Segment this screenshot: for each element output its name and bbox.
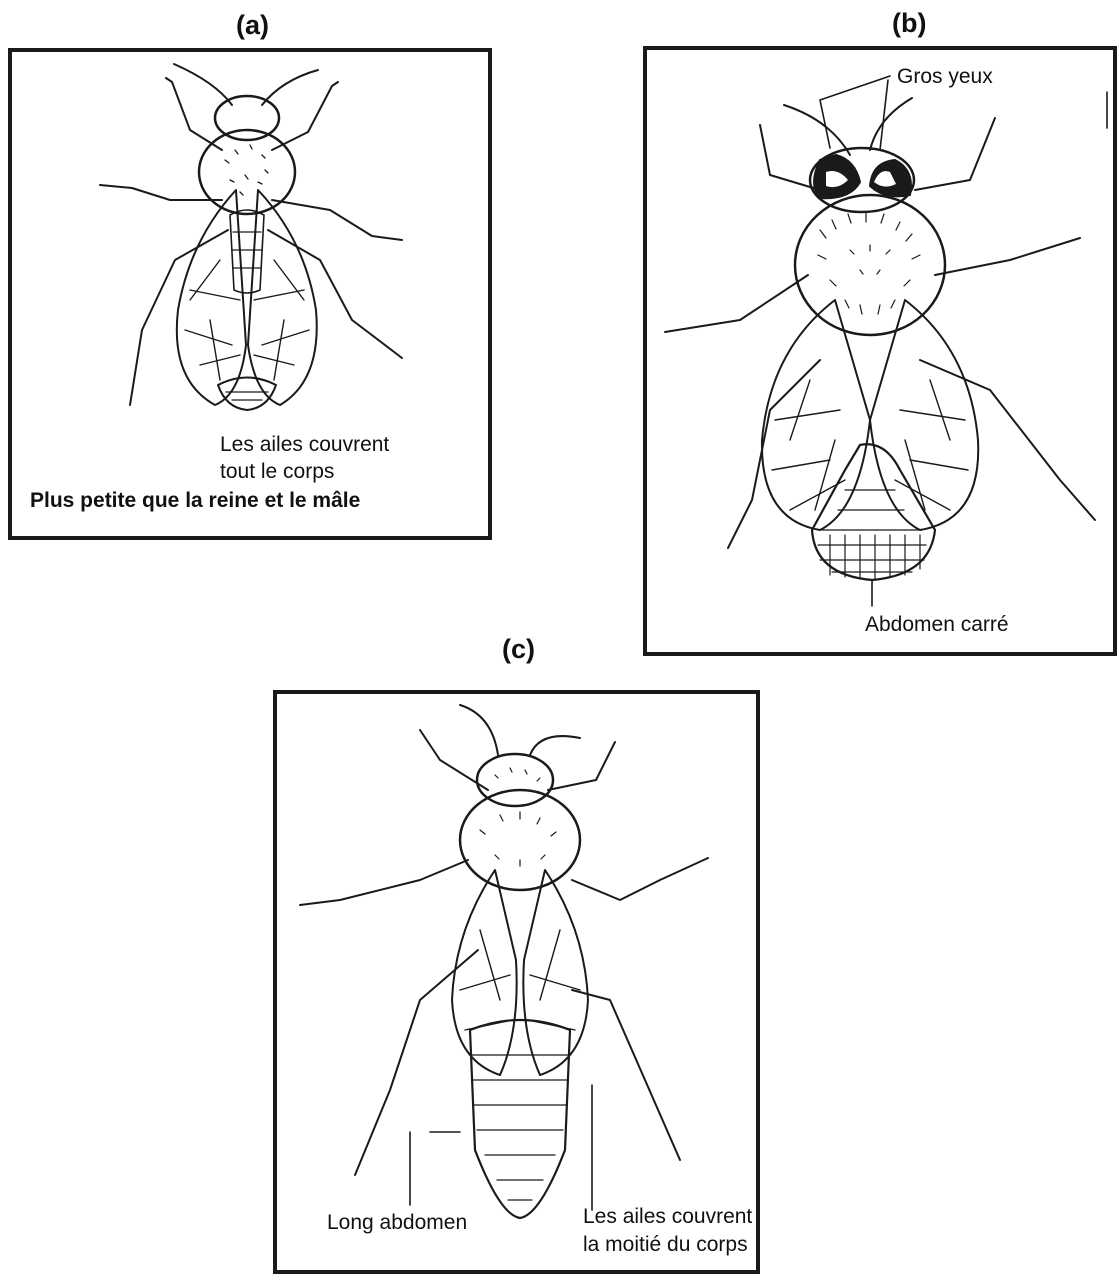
queen-wings-note-line2: la moitié du corps <box>583 1232 748 1258</box>
queen-abdomen-label: Long abdomen <box>327 1210 467 1236</box>
worker-size-note: Plus petite que la reine et le mâle <box>30 488 360 514</box>
worker-bee-drawing <box>100 64 402 410</box>
worker-wings-note-line1: Les ailes couvrent <box>220 432 389 458</box>
worker-wings-note-line2: tout le corps <box>220 459 334 485</box>
drone-eyes-label: Gros yeux <box>897 64 993 90</box>
drone-abdomen-label: Abdomen carré <box>865 612 1009 638</box>
queen-wings-note-line1: Les ailes couvrent <box>583 1204 752 1230</box>
drone-bee-drawing <box>665 76 1107 606</box>
queen-bee-drawing <box>300 705 708 1218</box>
